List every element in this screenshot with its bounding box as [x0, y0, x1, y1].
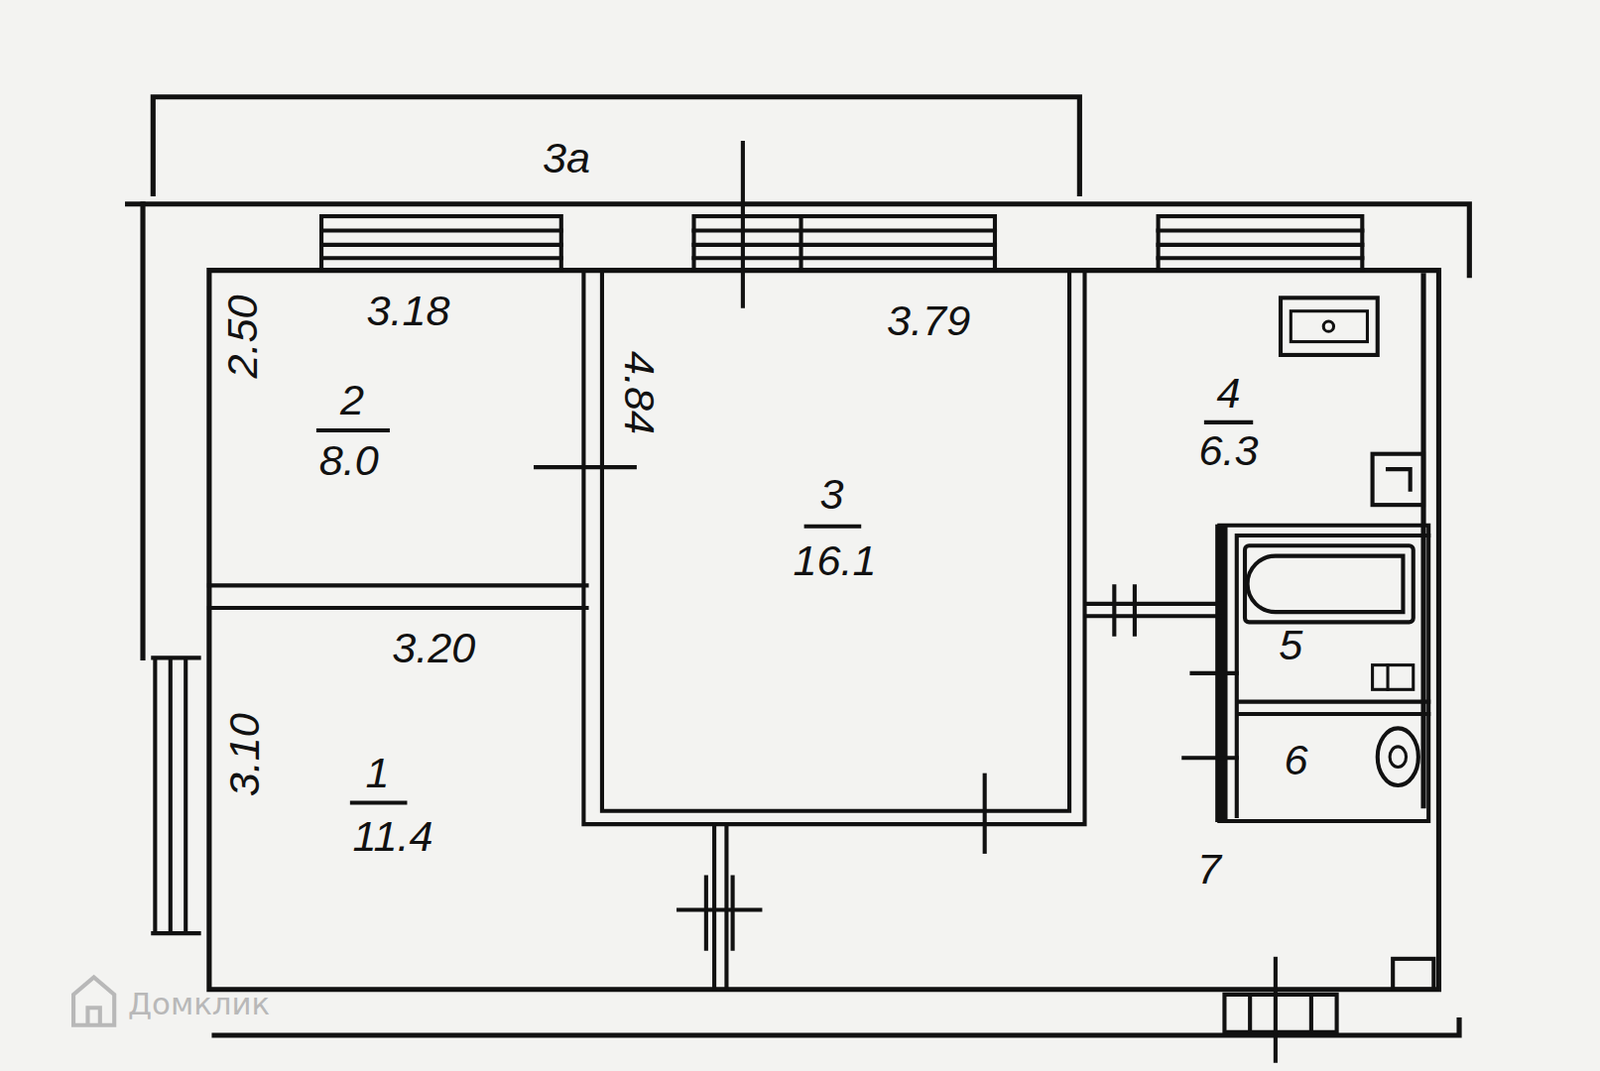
- room-number: 4: [1217, 371, 1241, 415]
- room-area: 11.4: [353, 815, 434, 859]
- sink-symbol: [1387, 469, 1411, 491]
- bathtub-symbol: [1244, 545, 1414, 622]
- toilet-symbol: [1389, 746, 1406, 768]
- dimension: 4.84: [616, 351, 660, 435]
- partition-wall: [583, 270, 1085, 826]
- stove-symbol: [1290, 311, 1367, 343]
- stove-symbol: [1323, 321, 1334, 332]
- bathtub-symbol: [1247, 556, 1404, 614]
- sink-symbol: [1372, 665, 1414, 691]
- outer-wall: [139, 204, 145, 659]
- room-area: 6.3: [1199, 429, 1259, 473]
- dimension: 3.79: [886, 299, 971, 343]
- dimension: 3.18: [366, 289, 450, 333]
- room-area: 16.1: [792, 539, 876, 583]
- window-symbol: [321, 216, 1362, 271]
- stove-symbol: [1280, 297, 1378, 356]
- outer-wall: [127, 204, 1471, 276]
- dimension: 3.20: [391, 626, 476, 670]
- sink-symbol: [1385, 665, 1389, 691]
- inner-wall: [209, 270, 1440, 990]
- room-number: 1: [366, 751, 390, 795]
- watermark-logo: [73, 977, 115, 1025]
- door-symbol: [535, 142, 1338, 1062]
- shaft-symbol: [1392, 959, 1434, 990]
- room-number: 6: [1283, 738, 1308, 782]
- dimension: 3.10: [223, 713, 266, 797]
- toilet-symbol: [1377, 728, 1419, 786]
- room-number: 5: [1278, 623, 1303, 667]
- fraction-bar: [318, 422, 1251, 804]
- room-area: 8.0: [319, 439, 379, 483]
- room-number: 7: [1197, 848, 1222, 891]
- bathroom-wall: [1236, 535, 1429, 817]
- partition-wall: [714, 824, 727, 990]
- room-number: 2: [340, 378, 365, 422]
- balcony-outline: [152, 97, 1080, 195]
- window-symbol: [152, 657, 199, 934]
- dimension: 2.50: [221, 294, 264, 378]
- partition-wall: [209, 585, 588, 609]
- room-number: 3a: [542, 136, 591, 180]
- watermark: Домклик: [127, 989, 270, 1021]
- inner-wall: [1420, 275, 1426, 807]
- room-number: 3: [819, 473, 844, 516]
- bathroom-wall: [1219, 525, 1429, 822]
- sink-symbol: [1372, 454, 1424, 505]
